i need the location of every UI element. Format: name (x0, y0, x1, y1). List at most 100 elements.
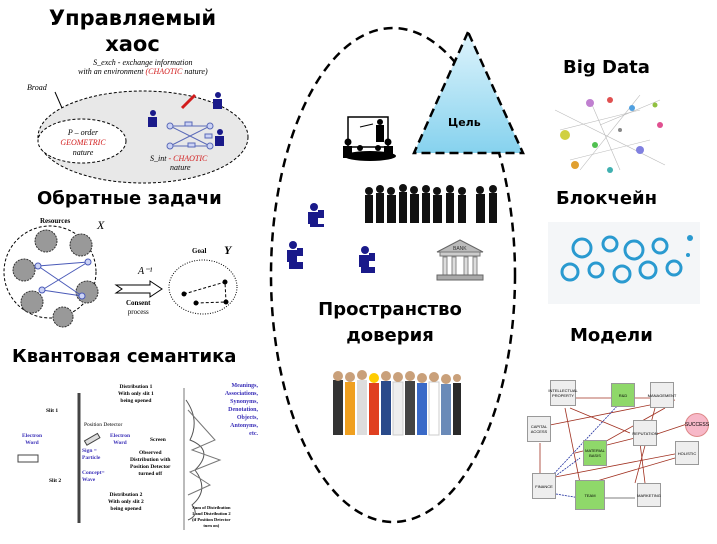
x-label: X (97, 218, 105, 232)
chaos-title-line1: Управляемый (48, 6, 217, 30)
goal-triangle (412, 28, 525, 155)
chaos-title-line2: хаос (105, 32, 160, 56)
meaning-item: Meanings, (231, 383, 258, 389)
order-label: P – order GEOMETRIC nature (52, 128, 114, 158)
exchange-line2: with an environment (78, 67, 144, 76)
s-int: S_int (150, 154, 167, 163)
dist2-line: Distribution 2 (109, 492, 143, 498)
model-node: HOLISTIC (675, 441, 699, 465)
chaos-diagram (37, 90, 249, 184)
s-int-label: S_int - CHAOTIC nature (150, 154, 207, 172)
meaning-item: Synonyms, (230, 399, 258, 405)
model-node: REPUTATION (632, 420, 658, 446)
quantum-semantics-title: Квантовая семантика (12, 346, 237, 367)
exchange-caption: S_exch - exchange information with an en… (78, 58, 208, 76)
wave-label: Wave (82, 477, 96, 483)
model-node: TEAM (575, 480, 605, 510)
model-node: MATERIAL BASIS (583, 440, 607, 466)
s-int-chaotic: - CHAOTIC (168, 154, 208, 163)
concept-wave: Concept=Wave (82, 470, 105, 484)
model-node: MANAGEMENT (648, 382, 676, 408)
goal-label: Goal (192, 247, 207, 255)
inverse-problems-title: Обратные задачи (37, 188, 222, 209)
bank-icon (436, 239, 484, 281)
quantum-diagram (17, 388, 222, 530)
goal-triangle-label: Цель (448, 116, 481, 129)
concept-label: Concept= (82, 470, 105, 476)
exchange-line1: S_exch - exchange information (93, 58, 193, 67)
sign-label: Sign = (82, 448, 97, 454)
meaning-item: Associations, (224, 391, 258, 397)
sum-line: Sum of Distribution (192, 505, 231, 510)
screen-label: Screen (150, 437, 166, 443)
meaning-item: Denotation, (228, 407, 258, 413)
electron-1: Electron (22, 433, 43, 439)
slit1-label: Slit 1 (46, 408, 59, 414)
sum-line: turn on) (203, 523, 220, 528)
meaning-item: Objects, (236, 415, 258, 421)
geometric-nature: nature (72, 148, 94, 157)
big-data-graph (554, 94, 666, 173)
y-label: Y (224, 243, 232, 257)
trust-space-title: Пространство доверия (290, 297, 490, 349)
model-node: MARKETING (637, 483, 661, 507)
model-node: INTELLECTUAL PROPERTY (548, 380, 578, 406)
broad-label: Broad (27, 83, 47, 92)
word-2: Word (113, 440, 127, 446)
model-node: CAPITAL ACCESS (527, 416, 551, 442)
dist1-line: being opened (120, 398, 152, 404)
consent-line1: Consent (126, 299, 151, 307)
observed-line: Position Detector (130, 464, 171, 470)
inverse-problem-diagram (3, 225, 238, 328)
particle-label: Particle (82, 455, 101, 461)
sum-line: 1 and Distribution 2 (192, 511, 231, 516)
blockchain-title: Блокчейн (556, 188, 658, 209)
professionals-photo (333, 370, 461, 436)
order-line: P – order (67, 128, 99, 137)
sign-particle: Sign =Particle (82, 448, 100, 462)
models-title: Модели (570, 325, 653, 346)
meaning-item: etc. (249, 431, 258, 437)
slit2-label: Slit 2 (49, 478, 62, 484)
word-1: Word (25, 440, 39, 446)
position-detector-label: Position Detector (84, 422, 123, 428)
bank-label: BANK (453, 246, 467, 252)
trust-space-ellipse (269, 26, 517, 524)
trust-title-line1: Пространство (318, 299, 462, 320)
geometric-label: GEOMETRIC (60, 138, 106, 147)
consent-process-label: Consent process (126, 299, 151, 317)
observed-line: Observed (138, 450, 162, 456)
sum-line: (if Position Detector (192, 517, 231, 522)
chaos-title: Управляемый хаос (35, 5, 230, 57)
model-node: SUCCESS (685, 413, 709, 437)
big-data-title: Big Data (563, 57, 650, 78)
resources-label: Resources (40, 217, 71, 225)
dist1-line: Distribution 1 (119, 384, 153, 390)
dist2-line: being opened (110, 506, 142, 512)
dist2-line: With only slit 2 (108, 499, 144, 505)
exchange-chaotic: (CHAOTIC (145, 67, 183, 76)
inverse-operator-label: A⁻¹ (138, 266, 153, 277)
blockchain-gears (548, 222, 700, 304)
consent-line2: process (127, 308, 149, 316)
crowd-silhouettes (365, 184, 497, 223)
s-int-nature: nature (170, 163, 191, 172)
dist1-line: With only slit 1 (118, 391, 154, 397)
observed-line: Distribution with (130, 457, 171, 463)
meeting-clipart (343, 116, 396, 161)
computer-user-icons (287, 203, 375, 273)
meaning-item: Antonyms, (230, 423, 258, 429)
exchange-nature: nature) (184, 67, 208, 76)
observed-line: turned off (138, 471, 163, 477)
model-node: R&D (611, 383, 635, 407)
trust-title-line2: доверия (346, 325, 434, 346)
electron-2: Electron (110, 433, 131, 439)
meanings-list: Meanings, Associations, Synonyms, Denotatio… (218, 382, 258, 438)
